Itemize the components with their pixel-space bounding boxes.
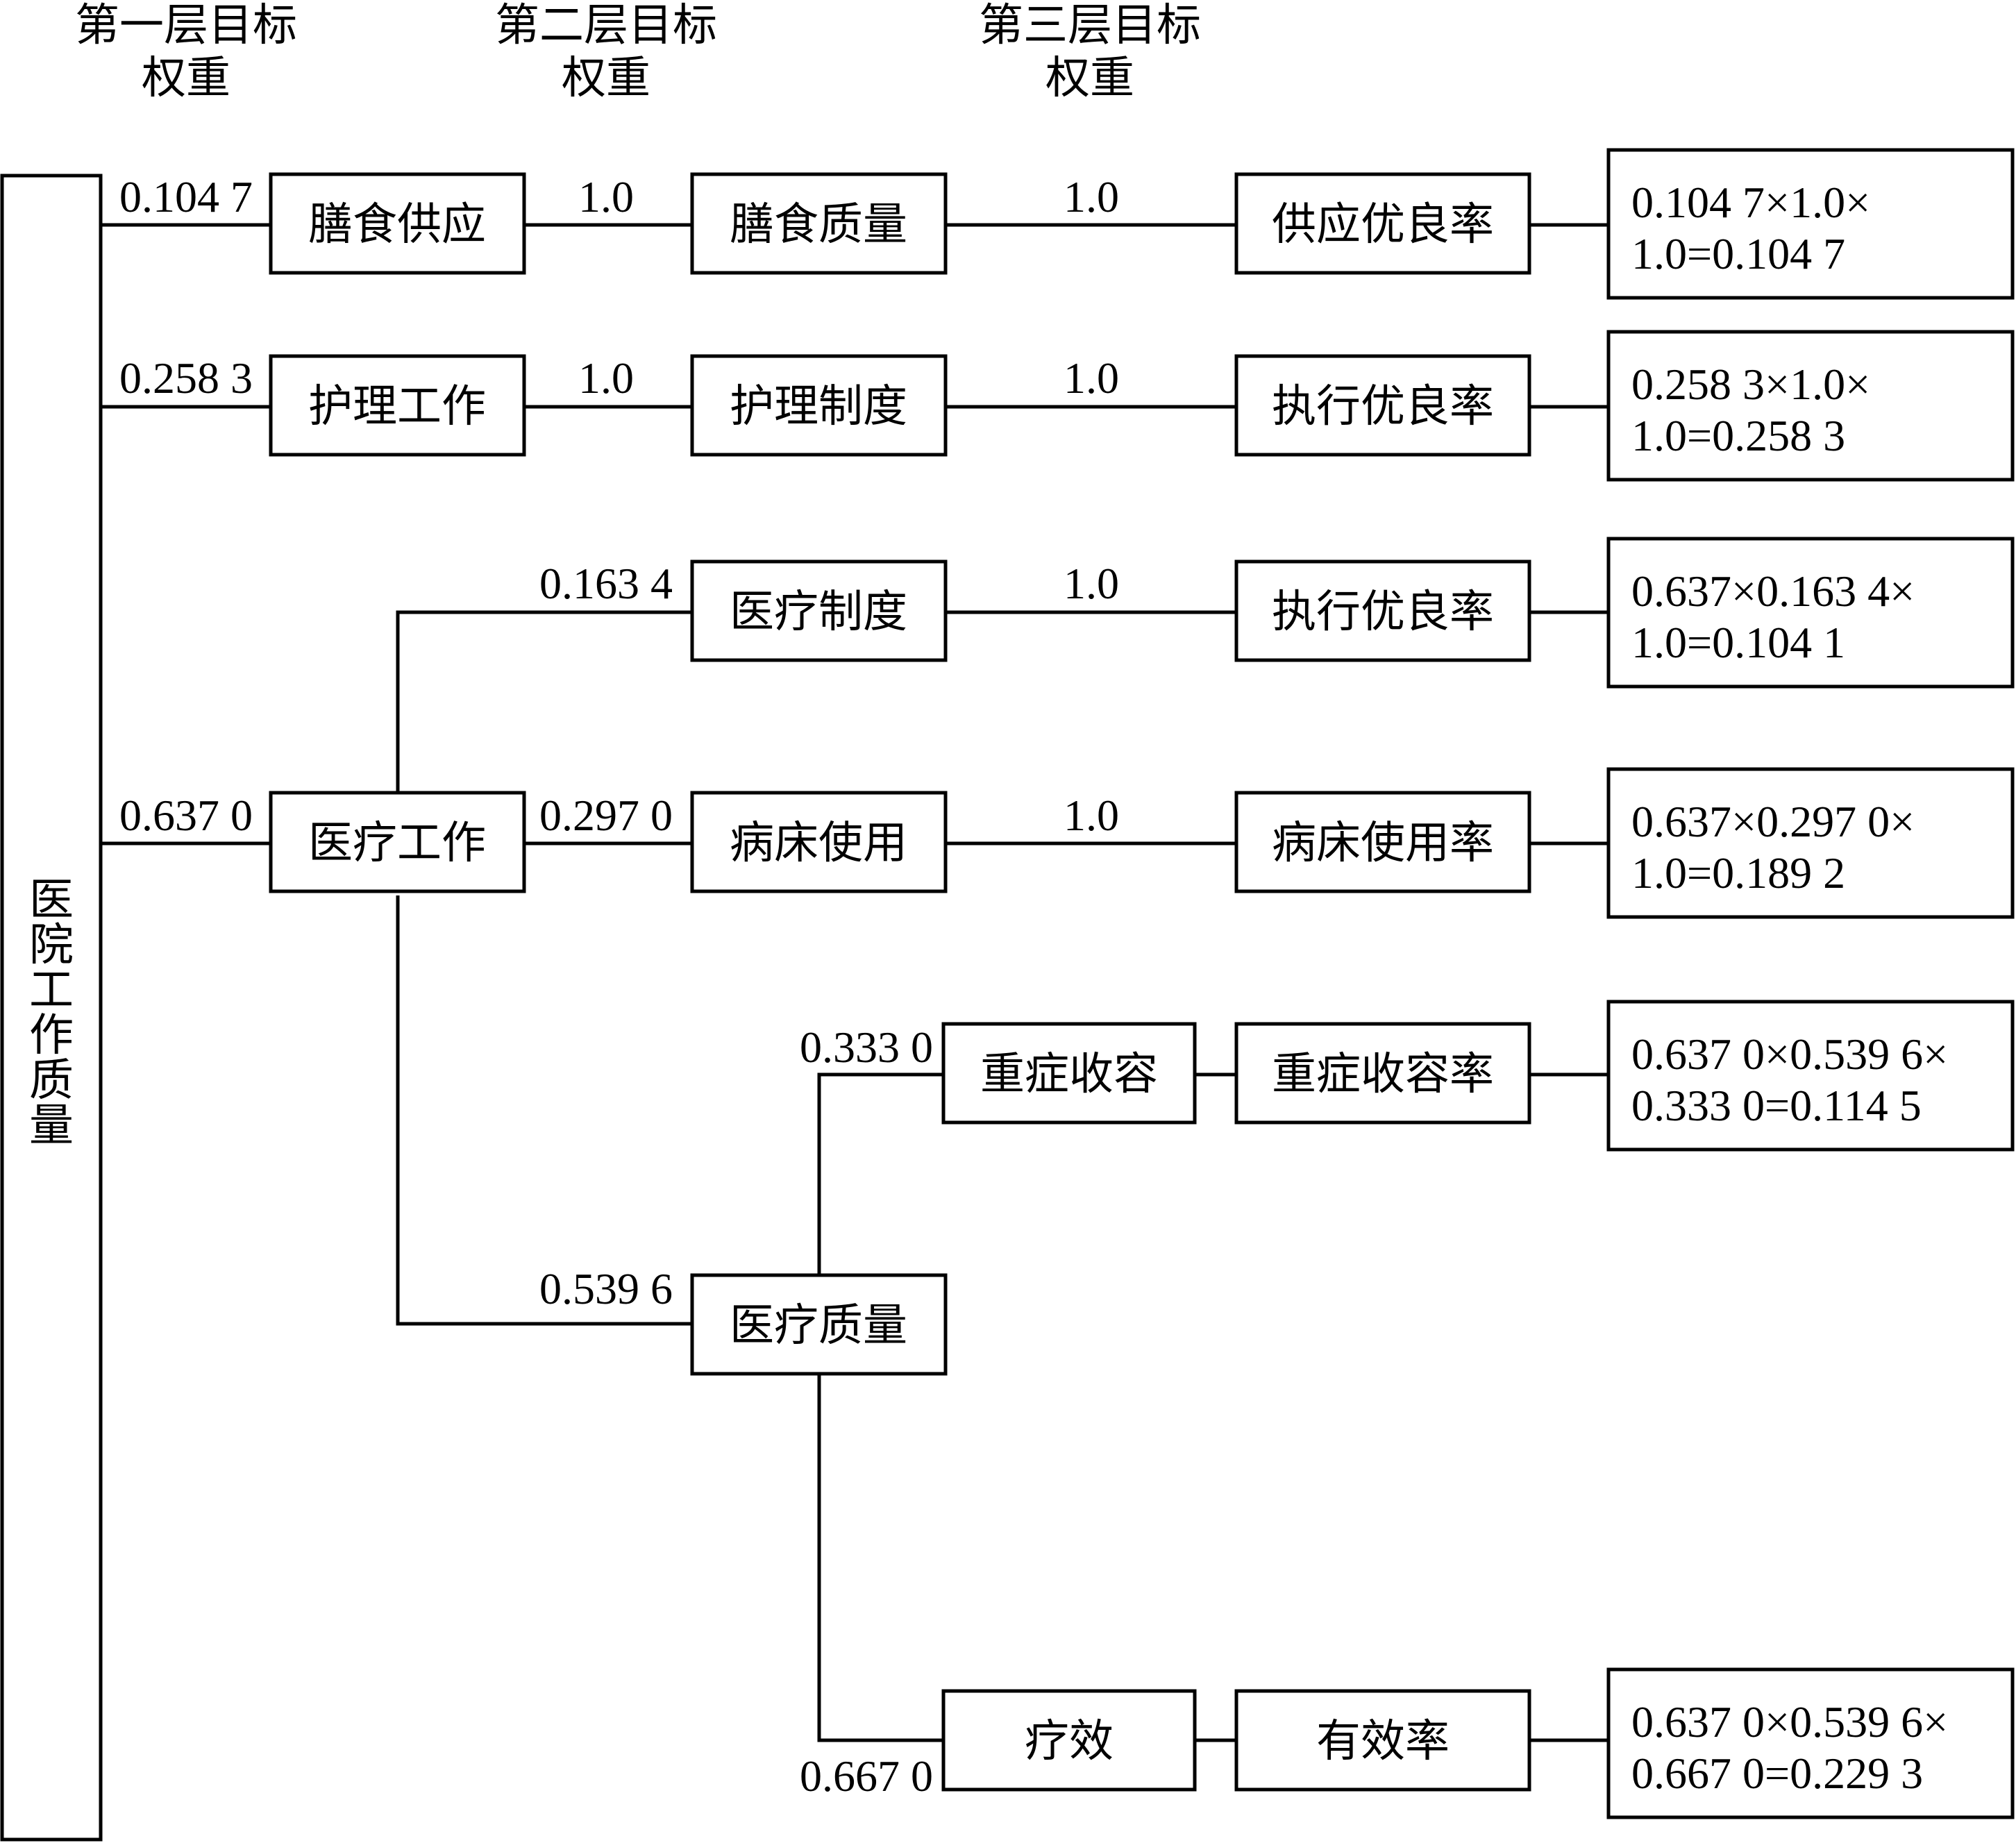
connector-medical-system	[396, 610, 692, 791]
header-level3-line2: 权重	[1045, 53, 1134, 104]
node-nursing-exec-rate-label: 执行优良率	[1272, 381, 1494, 432]
node-critical-admission: 重症收容	[941, 1022, 1197, 1125]
header-level1-line1: 第一层目标	[75, 0, 297, 51]
root-char-3: 工	[29, 965, 74, 1016]
node-medical-system-label: 医疗制度	[730, 587, 907, 638]
header-level1: 第一层目标 权重	[75, 0, 297, 104]
node-medical-quality-label: 医疗质量	[730, 1300, 907, 1352]
node-nursing-system: 护理制度	[690, 354, 948, 457]
result-6-line1: 0.637 0×0.539 6×	[1631, 1697, 1948, 1747]
node-diet-supply-label: 膳食供应	[308, 199, 486, 251]
node-medical-system: 医疗制度	[690, 559, 948, 662]
connector-medical-quality	[396, 895, 692, 1326]
node-nursing-system-label: 护理制度	[730, 381, 907, 432]
node-critical-rate-label: 重症收容率	[1272, 1049, 1494, 1100]
connector-efficacy	[817, 1374, 943, 1742]
weight3-diet: 1.0	[1064, 172, 1119, 221]
node-bed-use-rate: 病床使用率	[1234, 791, 1531, 893]
result-box-2: 0.258 3×1.0× 1.0=0.258 3	[1606, 330, 2015, 482]
header-level1-line2: 权重	[142, 53, 230, 104]
weight-medical-work: 0.637 0	[119, 791, 253, 840]
node-medical-work-label: 医疗工作	[308, 818, 486, 869]
node-diet-quality: 膳食质量	[690, 172, 948, 275]
node-critical-rate: 重症收容率	[1234, 1022, 1531, 1125]
node-nursing-work: 护理工作	[269, 354, 526, 457]
weight3-medical-system: 1.0	[1064, 559, 1119, 608]
node-medical-work: 医疗工作	[269, 791, 526, 893]
result-box-5: 0.637 0×0.539 6× 0.333 0=0.114 5	[1606, 1000, 2015, 1152]
result-5-line1: 0.637 0×0.539 6×	[1631, 1029, 1948, 1079]
weight-diet-supply: 0.104 7	[119, 172, 253, 221]
result-4-line1: 0.637×0.297 0×	[1631, 797, 1915, 846]
weight-nursing-work: 0.258 3	[119, 353, 253, 403]
result-2-line2: 1.0=0.258 3	[1631, 411, 1845, 460]
node-nursing-work-label: 护理工作	[308, 381, 486, 432]
node-medical-quality: 医疗质量	[690, 1273, 948, 1376]
weight-nursing-system: 1.0	[578, 353, 634, 403]
weight-labels: 0.104 7 0.258 3 0.637 0 1.0 1.0 0.163 4 …	[119, 172, 1119, 1801]
result-2-line1: 0.258 3×1.0×	[1631, 360, 1870, 409]
result-box-1: 0.104 7×1.0× 1.0=0.104 7	[1606, 148, 2015, 300]
result-3-line2: 1.0=0.104 1	[1631, 618, 1845, 667]
result-box-3: 0.637×0.163 4× 1.0=0.104 1	[1606, 537, 2015, 689]
weight3-bed: 1.0	[1064, 791, 1119, 840]
node-supply-rate-label: 供应优良率	[1272, 199, 1494, 251]
root-node: 医 院 工 作 质 量	[0, 174, 103, 1842]
node-medical-exec-rate: 执行优良率	[1234, 559, 1531, 662]
node-bed-use-label: 病床使用	[730, 818, 907, 869]
node-critical-admission-label: 重症收容	[980, 1049, 1158, 1100]
result-1-line1: 0.104 7×1.0×	[1631, 178, 1870, 227]
weight3-critical: 0.333 0	[800, 1023, 933, 1072]
root-char-2: 院	[29, 920, 74, 971]
result-6-line2: 0.667 0=0.229 3	[1631, 1749, 1923, 1798]
header-level2-line2: 权重	[562, 53, 650, 104]
result-3-line1: 0.637×0.163 4×	[1631, 566, 1915, 616]
weight3-efficacy: 0.667 0	[800, 1751, 933, 1801]
weight-diet-quality: 1.0	[578, 172, 634, 221]
root-char-6: 量	[29, 1100, 74, 1152]
root-char-5: 质	[29, 1055, 74, 1106]
node-diet-quality-label: 膳食质量	[730, 199, 907, 251]
result-box-6: 0.637 0×0.539 6× 0.667 0=0.229 3	[1606, 1667, 2015, 1819]
header-level2: 第二层目标 权重	[495, 0, 717, 104]
node-diet-supply: 膳食供应	[269, 172, 526, 275]
result-box-4: 0.637×0.297 0× 1.0=0.189 2	[1606, 767, 2015, 919]
weight-medical-system: 0.163 4	[539, 559, 673, 608]
header-level3-line1: 第三层目标	[979, 0, 1201, 51]
result-5-line2: 0.333 0=0.114 5	[1631, 1081, 1922, 1130]
result-4-line2: 1.0=0.189 2	[1631, 848, 1845, 898]
weight-bed-use: 0.297 0	[539, 791, 673, 840]
weight3-nursing: 1.0	[1064, 353, 1119, 403]
node-supply-rate: 供应优良率	[1234, 172, 1531, 275]
node-bed-use-rate-label: 病床使用率	[1272, 818, 1494, 869]
connector-critical	[817, 1072, 943, 1275]
connectors	[101, 223, 1608, 1742]
root-char-1: 医	[29, 875, 74, 926]
header-level2-line1: 第二层目标	[495, 0, 717, 51]
node-medical-exec-rate-label: 执行优良率	[1272, 587, 1494, 638]
node-bed-use: 病床使用	[690, 791, 948, 893]
weight-medical-quality: 0.539 6	[539, 1264, 673, 1313]
node-effective-rate-label: 有效率	[1316, 1716, 1450, 1767]
node-efficacy: 疗效	[941, 1689, 1197, 1792]
node-effective-rate: 有效率	[1234, 1689, 1531, 1792]
result-1-line2: 1.0=0.104 7	[1631, 229, 1845, 278]
node-efficacy-label: 疗效	[1025, 1716, 1114, 1767]
root-char-4: 作	[29, 1010, 74, 1061]
node-nursing-exec-rate: 执行优良率	[1234, 354, 1531, 457]
header-level3: 第三层目标 权重	[979, 0, 1201, 104]
